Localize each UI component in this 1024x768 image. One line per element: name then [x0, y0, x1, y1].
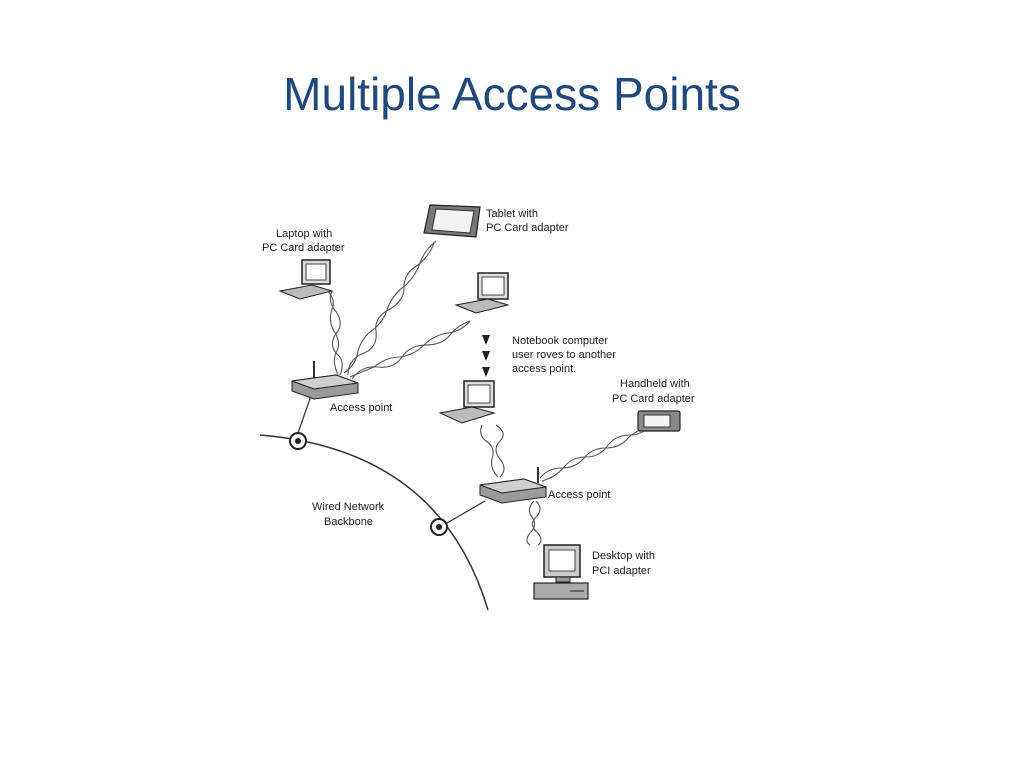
notebook-lower-icon	[438, 380, 496, 424]
handheld-icon	[637, 410, 681, 432]
desktop-icon	[533, 544, 589, 600]
access-point-1-label: Access point	[330, 402, 392, 414]
backbone-node-1	[289, 432, 307, 450]
handheld-label-line2: PC Card adapter	[612, 393, 695, 405]
backbone-node-2	[430, 518, 448, 536]
notebook-label-line1: Notebook computer	[512, 335, 608, 347]
access-point-2-label: Access point	[548, 489, 610, 501]
wired-link-ap1	[297, 392, 313, 434]
laptop-label-line1: Laptop with	[276, 228, 332, 240]
access-point-1	[291, 361, 359, 400]
backbone-label-line2: Backbone	[324, 516, 373, 528]
desktop-label-line2: PCI adapter	[592, 565, 651, 577]
wireless-links	[327, 240, 671, 546]
notebook-upper-icon	[454, 272, 510, 314]
desktop-label-line1: Desktop with	[592, 550, 655, 562]
network-diagram: Laptop with PC Card adapter Tablet with …	[259, 204, 695, 611]
diagram-labels: Laptop with PC Card adapter Tablet with …	[262, 208, 695, 577]
laptop-label-line2: PC Card adapter	[262, 242, 345, 254]
roving-arrows	[482, 335, 490, 377]
notebook-label-line2: user roves to another	[512, 349, 616, 361]
wired-backbone-arc	[259, 434, 489, 611]
tablet-label-line1: Tablet with	[486, 208, 538, 220]
backbone-label-line1: Wired Network	[312, 501, 385, 513]
laptop-icon	[278, 259, 334, 300]
handheld-label-line1: Handheld with	[620, 378, 690, 390]
tablet-icon	[423, 204, 481, 238]
wired-link-ap2	[446, 500, 486, 524]
slide-title: Multiple Access Points	[283, 68, 741, 120]
notebook-label-line3: access point.	[512, 363, 576, 375]
tablet-label-line2: PC Card adapter	[486, 222, 569, 234]
access-point-2	[479, 467, 547, 504]
